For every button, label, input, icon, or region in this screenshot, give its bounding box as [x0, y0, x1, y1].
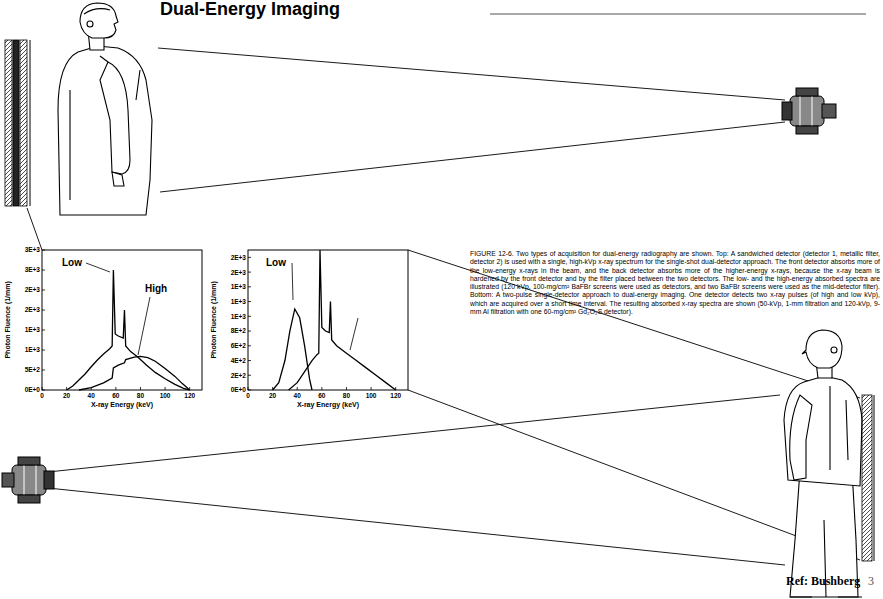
- axis-tick: 120: [390, 392, 401, 399]
- axis-tick: 20: [269, 392, 276, 399]
- axis-tick: 1E+3: [231, 313, 246, 320]
- axis-tick: 40: [294, 392, 301, 399]
- curve-label: High: [145, 283, 167, 294]
- axis-tick: 100: [366, 392, 377, 399]
- axis-tick: 6E+2: [231, 342, 246, 349]
- axis-title: X-ray Energy (keV): [91, 401, 153, 409]
- curve-label: Low: [62, 257, 82, 268]
- axis-title: Photon Fluence (1/mm): [4, 281, 12, 358]
- axis-tick: 2E+3: [231, 254, 246, 261]
- header-rule: [490, 13, 866, 14]
- beam-lines-bottom: [48, 395, 785, 565]
- axis-tick: 0E+0: [25, 386, 40, 393]
- axis-tick: 3E+3: [25, 266, 40, 273]
- axis-tick: 1E+3: [231, 298, 246, 305]
- sandwich-detector: [5, 40, 30, 206]
- axis-tick: 4E+2: [231, 357, 246, 364]
- reference: Ref: Bushberg: [786, 575, 860, 588]
- figure-caption: FIGURE 12-6. Two types of acquisition fo…: [470, 250, 880, 316]
- xray-tube-bottom: [2, 457, 54, 503]
- axis-tick: 2E+2: [231, 372, 246, 379]
- axis-tick: 5E+2: [25, 366, 40, 373]
- axis-tick: 2E+3: [25, 286, 40, 293]
- beam-lines: [158, 48, 785, 192]
- spectrum-chart-bottom: [248, 250, 408, 390]
- xray-tube: [782, 88, 836, 134]
- axis-tick: 20: [63, 392, 70, 399]
- axis-title: Photon Fluence (1/mm): [210, 281, 218, 358]
- patient-figure-bottom: [784, 330, 862, 597]
- axis-tick: 8E+2: [231, 327, 246, 334]
- axis-tick: 120: [184, 392, 195, 399]
- page-number: 3: [868, 575, 874, 588]
- single-detector: [862, 395, 874, 561]
- slide-title: Dual-Energy Imaging: [160, 0, 340, 20]
- axis-tick: 1E+3: [25, 326, 40, 333]
- axis-tick: 80: [137, 392, 144, 399]
- axis-tick: 2E+3: [25, 306, 40, 313]
- axis-tick: 1E+3: [25, 346, 40, 353]
- patient-figure: [58, 3, 152, 215]
- axis-tick: 0E+0: [231, 386, 246, 393]
- axis-tick: 40: [88, 392, 95, 399]
- axis-tick: 1E+3: [231, 283, 246, 290]
- axis-tick: 80: [343, 392, 350, 399]
- spectrum-chart-top: [42, 250, 202, 390]
- axis-tick: 0: [40, 392, 44, 399]
- axis-tick: 60: [318, 392, 325, 399]
- axis-tick: 3E+3: [25, 246, 40, 253]
- axis-title: X-ray Energy (keV): [297, 401, 359, 409]
- axis-tick: 2E+3: [231, 269, 246, 276]
- axis-tick: 0: [246, 392, 250, 399]
- curve-label: Low: [266, 257, 286, 268]
- axis-tick: 60: [112, 392, 119, 399]
- axis-tick: 100: [160, 392, 171, 399]
